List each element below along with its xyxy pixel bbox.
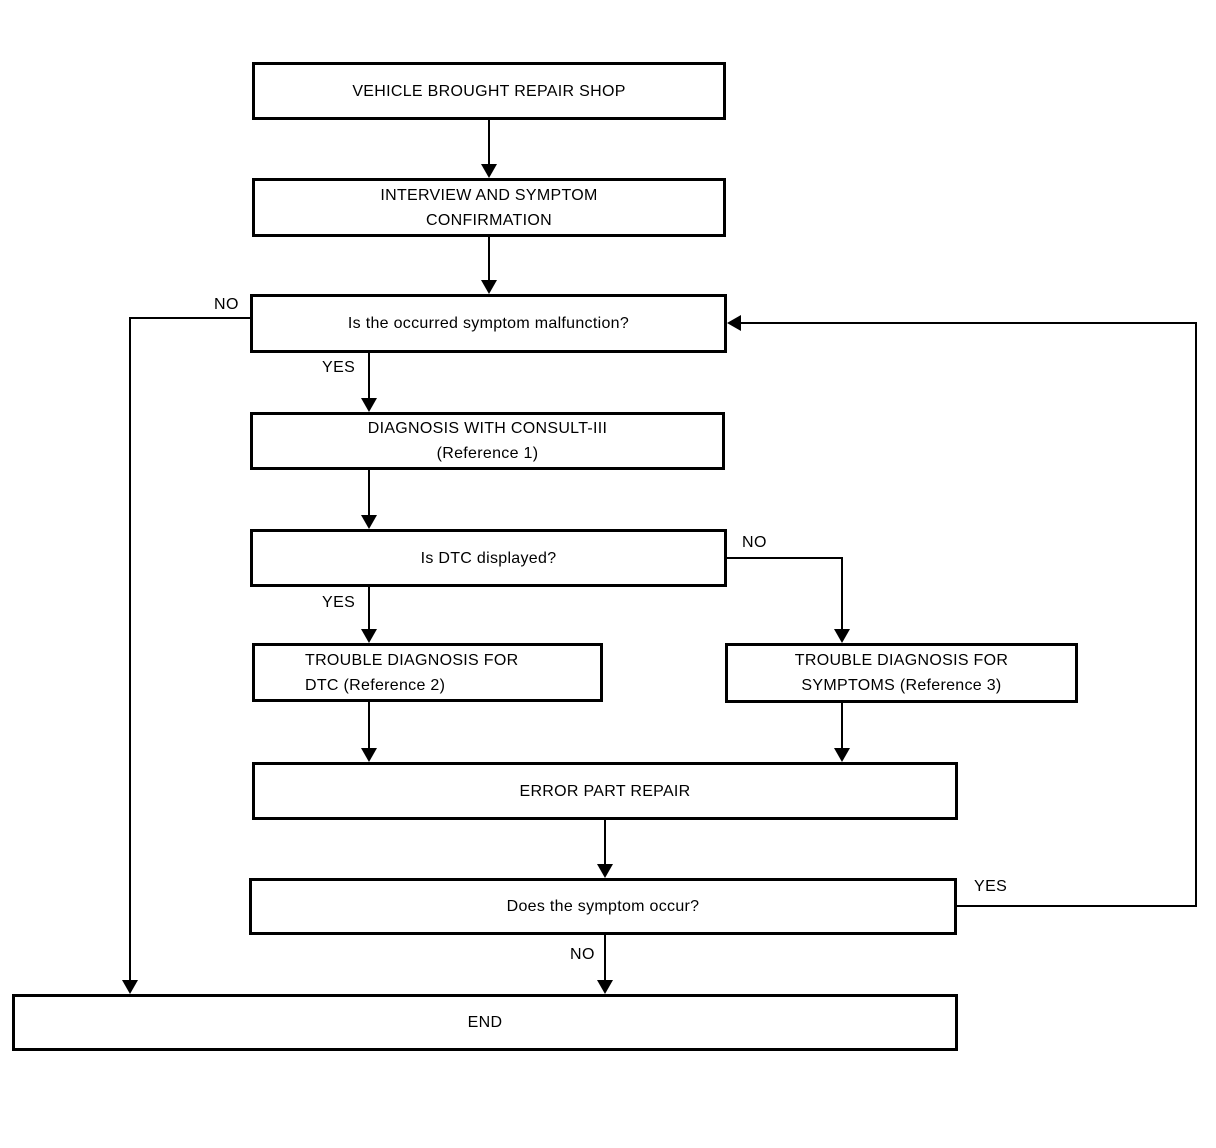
- node-label-line1: TROUBLE DIAGNOSIS FOR: [305, 651, 519, 669]
- node-diagnosis-with-consult-iii: DIAGNOSIS WITH CONSULT-III (Reference 1): [250, 412, 725, 470]
- arrow-down-icon: [481, 280, 497, 294]
- node-trouble-diagnosis-for-dtc: TROUBLE DIAGNOSIS FOR DTC (Reference 2): [252, 643, 603, 702]
- arrow-down-icon: [834, 748, 850, 762]
- node-error-part-repair: ERROR PART REPAIR: [252, 762, 958, 820]
- node-label-line1: INTERVIEW AND SYMPTOM: [380, 186, 598, 204]
- arrow-down-icon: [361, 398, 377, 412]
- connector-repair-to-occur-question: [604, 820, 606, 866]
- node-label-line2: SYMPTOMS (Reference 3): [801, 677, 1002, 694]
- node-interview-and-symptom-confirmation: INTERVIEW AND SYMPTOM CONFIRMATION: [252, 178, 726, 237]
- node-label: Is DTC displayed?: [420, 549, 557, 567]
- node-trouble-diagnosis-for-symptoms: TROUBLE DIAGNOSIS FOR SYMPTOMS (Referenc…: [725, 643, 1078, 703]
- arrow-down-icon: [361, 515, 377, 529]
- connector-dtc-no-vertical: [841, 557, 843, 631]
- node-label-line2: CONFIRMATION: [426, 211, 552, 229]
- connector-consult-to-dtc-question: [368, 470, 370, 517]
- arrow-down-icon: [361, 748, 377, 762]
- node-end: END: [12, 994, 958, 1051]
- connector-vehicle-to-interview: [488, 120, 490, 166]
- arrow-down-icon: [481, 164, 497, 178]
- node-label: Does the symptom occur?: [506, 898, 700, 915]
- connector-occur-no-to-end: [604, 935, 606, 982]
- connector-occur-yes-horizontal-top: [741, 322, 1197, 324]
- arrow-down-icon: [834, 629, 850, 643]
- arrow-down-icon: [597, 864, 613, 878]
- node-label-line2: DTC (Reference 2): [305, 676, 446, 694]
- arrow-left-icon: [727, 315, 741, 331]
- node-label: Is the occurred symptom malfunction?: [347, 315, 630, 332]
- connector-occur-yes-vertical: [1195, 322, 1197, 907]
- node-label-line2: (Reference 1): [436, 445, 539, 462]
- connector-interview-to-symptom-question: [488, 237, 490, 282]
- connector-trouble-symptoms-to-repair: [841, 703, 843, 750]
- connector-dtc-yes-to-trouble-dtc: [368, 587, 370, 631]
- node-label: END: [467, 1014, 503, 1031]
- edge-label-symptom-yes: YES: [320, 358, 358, 378]
- node-dtc-displayed-question: Is DTC displayed?: [250, 529, 727, 587]
- arrow-down-icon: [361, 629, 377, 643]
- edge-label-occur-yes: YES: [972, 877, 1010, 897]
- connector-trouble-dtc-to-repair: [368, 702, 370, 750]
- node-symptom-malfunction-question: Is the occurred symptom malfunction?: [250, 294, 727, 353]
- node-label: VEHICLE BROUGHT REPAIR SHOP: [352, 82, 626, 100]
- edge-label-dtc-no: NO: [740, 533, 769, 553]
- edge-label-symptom-no: NO: [212, 295, 241, 315]
- node-symptom-occur-question: Does the symptom occur?: [249, 878, 957, 935]
- node-label-line1: DIAGNOSIS WITH CONSULT-III: [367, 420, 608, 437]
- connector-symptom-yes-to-consult: [368, 353, 370, 400]
- connector-symptom-no-horizontal: [130, 317, 250, 319]
- connector-dtc-no-horizontal: [727, 557, 843, 559]
- node-label-line1: TROUBLE DIAGNOSIS FOR: [794, 652, 1009, 669]
- arrow-down-icon: [597, 980, 613, 994]
- connector-occur-yes-horizontal-bottom: [957, 905, 1197, 907]
- edge-label-occur-no: NO: [568, 945, 597, 965]
- node-label: ERROR PART REPAIR: [519, 782, 691, 800]
- connector-symptom-no-vertical: [129, 317, 131, 982]
- arrow-down-icon: [122, 980, 138, 994]
- edge-label-dtc-yes: YES: [320, 593, 358, 613]
- node-vehicle-brought-repair-shop: VEHICLE BROUGHT REPAIR SHOP: [252, 62, 726, 120]
